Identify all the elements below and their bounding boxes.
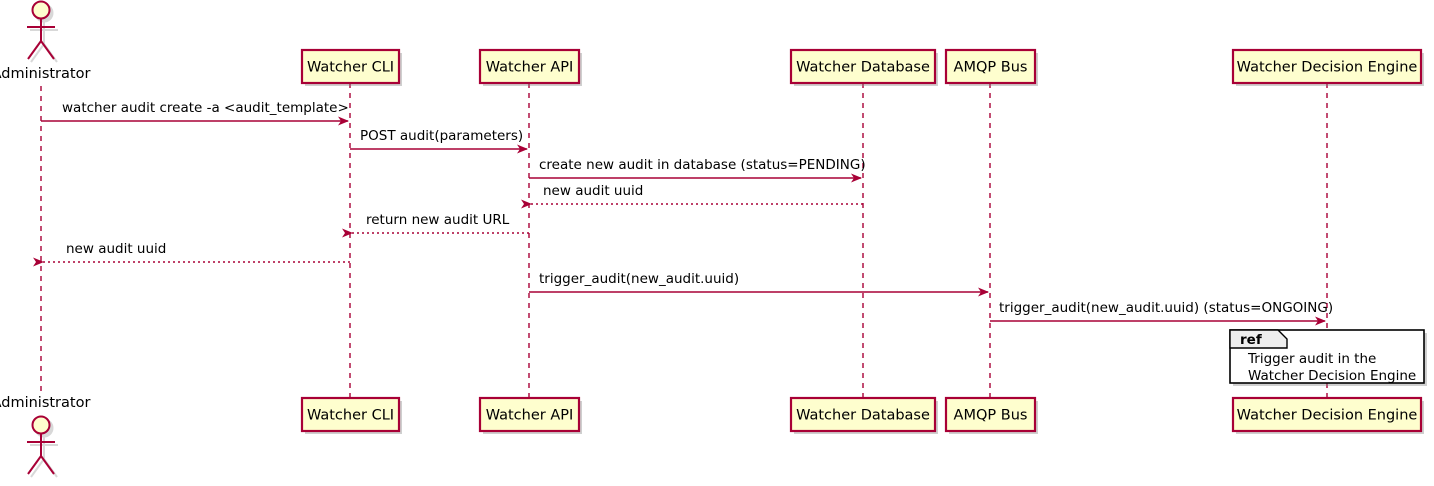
participant-box-db-top[interactable] xyxy=(789,48,937,85)
participant-label-api-bottom: Watcher API xyxy=(486,408,574,424)
actor-label-top: Administrator xyxy=(0,66,90,82)
participant-box-amqp-top[interactable] xyxy=(944,48,1037,85)
participant-label-amqp-top: AMQP Bus xyxy=(954,60,1028,76)
actor-figure-bottom[interactable] xyxy=(27,415,58,478)
actor-leg-right xyxy=(40,40,55,60)
participant-label-wde-bottom: Watcher Decision Engine xyxy=(1237,408,1418,424)
message-label-1: watcher audit create -a <audit_template> xyxy=(62,100,349,116)
message-label-7: trigger_audit(new_audit.uuid) xyxy=(539,271,739,287)
participant-box-cli-bottom[interactable] xyxy=(300,396,401,433)
participant-label-db-top: Watcher Database xyxy=(796,60,930,76)
actor-leg-right xyxy=(40,455,55,475)
participant-label-cli-top: Watcher CLI xyxy=(307,60,394,76)
actor-leg-left xyxy=(30,458,45,478)
message-label-8: trigger_audit(new_audit.uuid) (status=ON… xyxy=(999,300,1333,316)
participant-boxes-group: Watcher CLI Watcher CLI Watcher API Watcher… xyxy=(300,48,1424,434)
actor-label-bottom: Administrator xyxy=(0,395,90,411)
message-label-3: create new audit in database (status=PEN… xyxy=(539,157,866,173)
participant-box-db-bottom[interactable] xyxy=(789,396,937,433)
message-label-4: new audit uuid xyxy=(543,183,643,199)
ref-tab xyxy=(1229,329,1288,349)
actor-leg-left xyxy=(27,40,42,60)
ref-tab-label: ref xyxy=(1240,332,1262,348)
participant-box-wde-bottom[interactable] xyxy=(1231,396,1423,433)
participant-label-cli-bottom: Watcher CLI xyxy=(307,408,394,424)
participant-label-wde-top: Watcher Decision Engine xyxy=(1237,60,1418,76)
actor-head xyxy=(31,415,51,435)
participant-label-db-bottom: Watcher Database xyxy=(796,408,930,424)
participant-box-api-bottom[interactable] xyxy=(478,396,581,433)
ref-line-1: Trigger audit in the xyxy=(1247,351,1376,367)
actor-leg-left xyxy=(30,43,45,63)
participant-box-api-top[interactable] xyxy=(478,48,581,85)
message-label-2: POST audit(parameters) xyxy=(360,128,523,144)
participant-box-cli-top[interactable] xyxy=(300,48,401,85)
message-label-5: return new audit URL xyxy=(366,212,510,228)
actor-head xyxy=(31,0,51,20)
message-label-6: new audit uuid xyxy=(66,241,166,257)
participant-box-wde-top[interactable] xyxy=(1231,48,1423,85)
messages-group: watcher audit create -a <audit_template>… xyxy=(33,100,1333,326)
participant-label-api-top: Watcher API xyxy=(486,60,574,76)
participant-label-amqp-bottom: AMQP Bus xyxy=(954,408,1028,424)
ref-line-2: Watcher Decision Engine xyxy=(1248,368,1416,384)
actor-figure-top[interactable] xyxy=(27,0,58,63)
lifelines-group xyxy=(40,83,1328,398)
actor-leg-left xyxy=(27,455,42,475)
participant-box-amqp-bottom[interactable] xyxy=(944,396,1037,433)
